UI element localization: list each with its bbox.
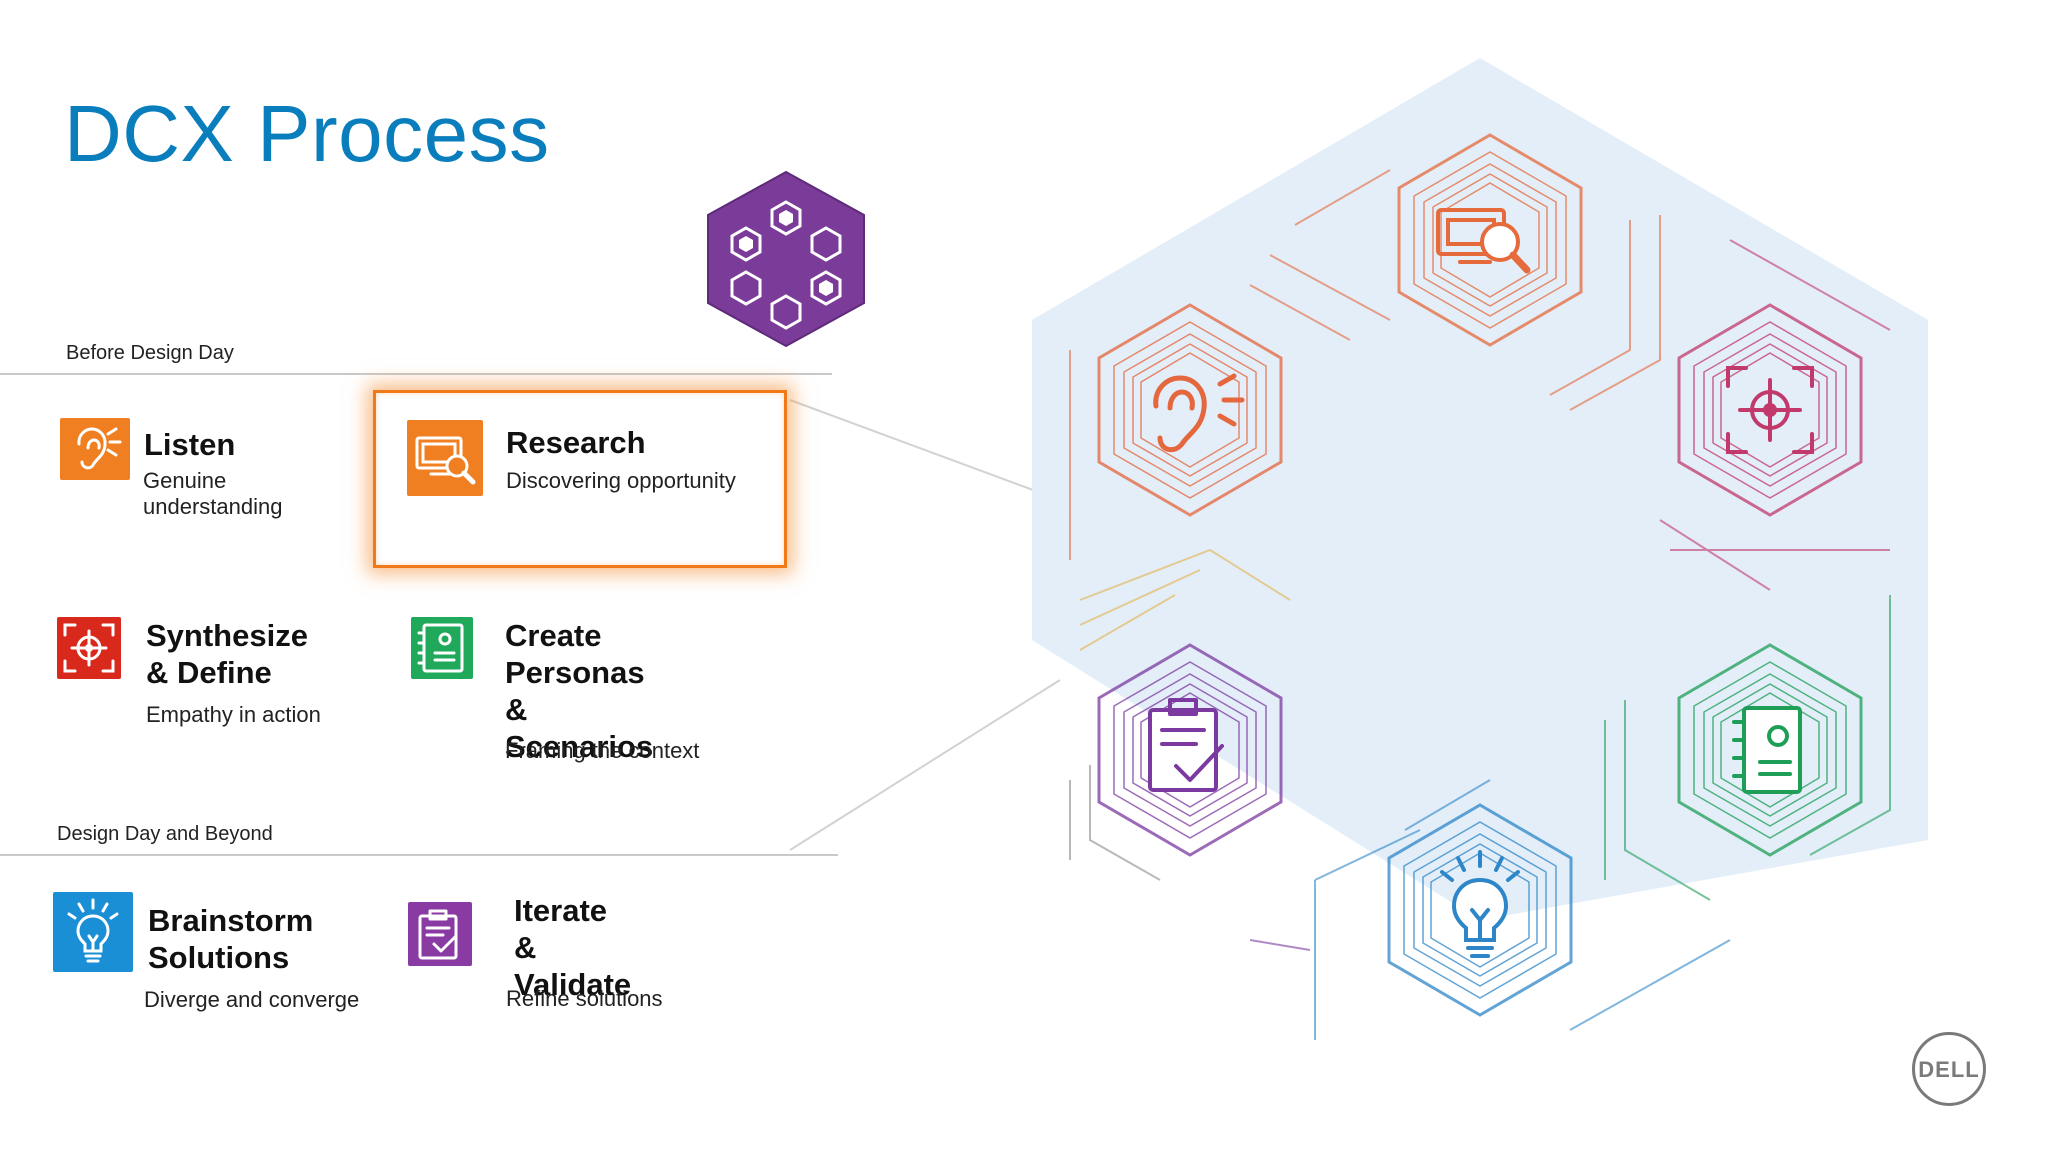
clipboard-check-icon	[408, 902, 472, 966]
ear-icon	[1153, 373, 1245, 453]
divider	[0, 854, 838, 856]
dcx-hexagon-logo-icon	[707, 170, 865, 348]
divider	[0, 373, 832, 375]
diagram-backdrop	[1032, 58, 1928, 920]
step-description: Refine solutions	[506, 986, 663, 1011]
step-description: Genuine understanding	[143, 468, 283, 519]
section-label-before: Before Design Day	[66, 342, 234, 364]
dell-logo-text: DELL	[1918, 1057, 1980, 1082]
ear-icon	[60, 418, 130, 480]
research-magnifier-icon	[1436, 208, 1531, 274]
persona-notebook-icon	[411, 617, 473, 679]
step-name: Iterate & Validate	[514, 893, 632, 1002]
step-name: Synthesize & Define	[146, 618, 308, 690]
diagram-node-synthesize	[1677, 303, 1863, 517]
target-crosshair-icon	[57, 617, 121, 679]
dell-logo: DELL	[1912, 1032, 1986, 1106]
process-hexagon-diagram	[1032, 58, 1928, 1040]
persona-notebook-icon	[1732, 706, 1802, 794]
diagram-node-listen	[1097, 303, 1283, 517]
step-description: Diverge and converge	[144, 987, 360, 1012]
page-title: DCX Process	[64, 89, 550, 178]
step-name: Listen	[144, 427, 236, 462]
step-description: Empathy in action	[146, 702, 321, 727]
step-name: Research	[506, 425, 646, 460]
diagram-node-brainstorm	[1387, 803, 1573, 1017]
diagram-node-research	[1397, 133, 1583, 347]
step-description: Discovering opportunity	[506, 468, 736, 493]
section-label-after: Design Day and Beyond	[57, 823, 273, 845]
clipboard-check-icon	[1148, 698, 1224, 792]
diagram-node-personas	[1677, 643, 1863, 857]
lightbulb-icon	[53, 892, 133, 972]
diagram-node-iterate	[1097, 643, 1283, 857]
step-name: Create Personas & Scenarios	[505, 618, 654, 764]
research-magnifier-icon	[407, 420, 483, 496]
lightbulb-icon	[1440, 850, 1520, 958]
step-description: Framing the context	[505, 738, 700, 763]
step-name: Brainstorm Solutions	[148, 903, 314, 975]
connector-lines	[789, 399, 1061, 851]
